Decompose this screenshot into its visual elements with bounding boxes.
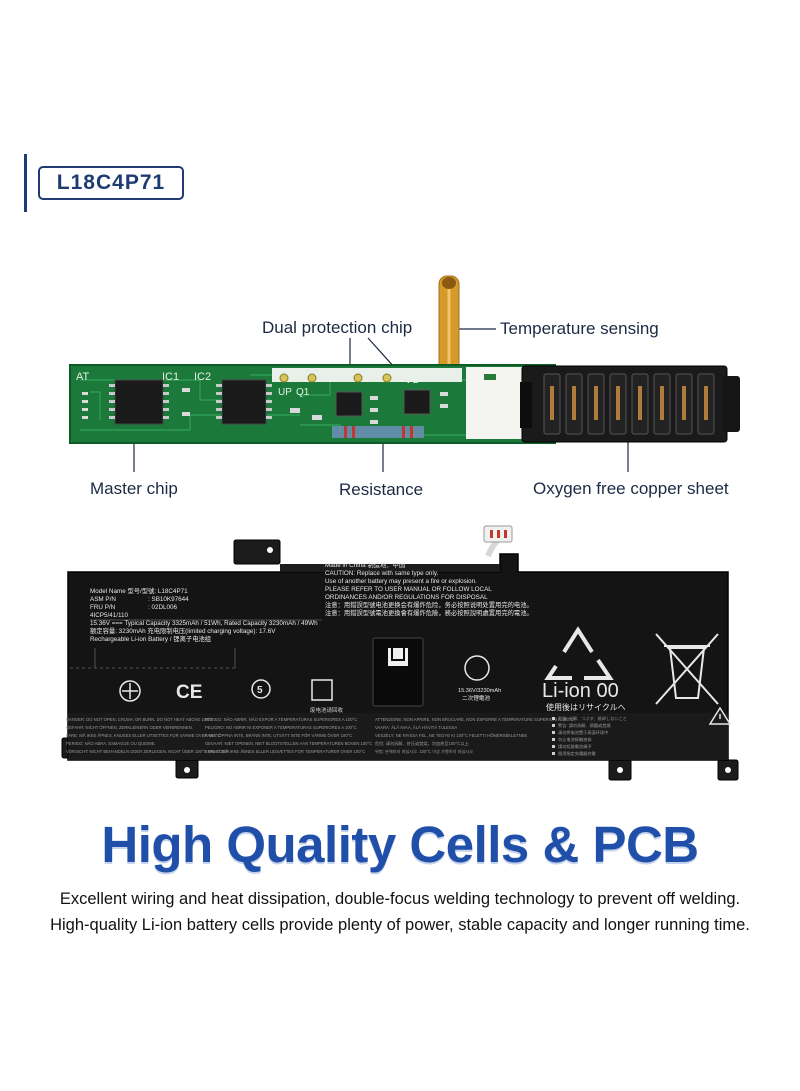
model-badge: L18C4P71 xyxy=(38,166,184,200)
label-asm-value: : SB10K97644 xyxy=(148,596,189,603)
cert-mark-5 xyxy=(251,679,271,699)
badge-accent-bar xyxy=(24,154,27,212)
svg-text:限用指定充電器充電: 限用指定充電器充電 xyxy=(558,750,597,757)
label-caution-3: PLEASE REFER TO USER MANUAL OR FOLLOW LO… xyxy=(325,586,492,593)
svg-text:FARA: ÖPPNA INTE, BRÄNN INTE,: FARA: ÖPPNA INTE, BRÄNN INTE, UTSÄTT INT… xyxy=(205,733,352,738)
label-caution-4: ORDINANCES AND/OR REGULATIONS FOR DISPOS… xyxy=(325,594,488,601)
label-capacity-line: 15.36V === Typical Capacity 3325mAh / 51… xyxy=(90,620,318,627)
master-chip-ic2 xyxy=(221,379,267,425)
svg-text:VORSICHT: NICHT BEHANDELN ODER: VORSICHT: NICHT BEHANDELN ODER ZERLEGEN.… xyxy=(66,749,229,754)
pcb-silk-ic1: IC1 xyxy=(162,371,179,383)
svg-text:PERIGO: NÃO ABRA, ESMAGUE OU Q: PERIGO: NÃO ABRA, ESMAGUE OU QUEIME. xyxy=(66,741,156,746)
svg-text:5: 5 xyxy=(257,685,263,696)
cert-mark-circle xyxy=(119,680,141,702)
label-caution-1: CAUTION: Replace with same type only. xyxy=(325,570,439,577)
callout-resistance: Resistance xyxy=(339,480,424,499)
label-made-in: Made in China 制造地：中国 xyxy=(325,560,405,569)
pcb-silk-vg: VG xyxy=(405,375,420,386)
svg-text:VAARA: ÄLÄ AVAA, ÄLÄ HÄVITÄ TU: VAARA: ÄLÄ AVAA, ÄLÄ HÄVITÄ TULESSA xyxy=(375,725,458,730)
callout-master-chip: Master chip xyxy=(90,479,178,498)
label-model-name: Model Name 型号/型號: L18C4P71 xyxy=(90,586,188,595)
crossed-bin-icon xyxy=(655,633,719,705)
recycle-jp-label: 使用後はリサイクルへ xyxy=(546,702,626,712)
warning-text: DANGER: DO NOT OPEN, CRUSH, OR BURN. DO … xyxy=(66,715,627,757)
svg-text:ATTENZIONE: NON APRIRE, NON BR: ATTENZIONE: NON APRIRE, NON BRUCIARE, NO… xyxy=(375,717,574,722)
battery-pack-illustration: Model Name 型号/型號: L18C4P71 ASM P/N : SB1… xyxy=(61,525,739,781)
callout-dual-protection-chip: Dual protection chip xyxy=(262,318,413,337)
liion-marking: Li-ion 00 xyxy=(542,680,619,702)
svg-text:危険: 分解、つぶす、焼却しないこと: 危険: 分解、つぶす、焼却しないこと xyxy=(558,715,627,722)
master-chip-ic1 xyxy=(114,379,164,425)
svg-text:FARLIG: MÅ IKKE ÅBNES ELLER UD: FARLIG: MÅ IKKE ÅBNES ELLER UDSÆTTES FOR… xyxy=(205,749,365,754)
svg-text:DANGER: DO NOT OPEN, CRUSH, OR: DANGER: DO NOT OPEN, CRUSH, OR BURN. DO … xyxy=(66,717,213,722)
svg-text:위험: 분해하지 마십시오. 100°C 이상 가열하지 마: 위험: 분해하지 마십시오. 100°C 이상 가열하지 마십시오 xyxy=(375,748,473,755)
label-chemistry: Rechargeable Li-ion Battery / 锂离子电池组 xyxy=(90,634,212,643)
svg-text:請勿短路電池端子: 請勿短路電池端子 xyxy=(558,743,592,750)
label-asm-pn: ASM P/N xyxy=(90,596,116,603)
recycle-icon xyxy=(544,626,614,680)
ce-mark: CE xyxy=(176,682,202,703)
recycle-cn-label: 废电池请回收 xyxy=(310,706,344,714)
label-charge-line: 额定容量: 3230mAh 充电限制电压(limited charging vo… xyxy=(90,626,276,635)
rating-mark-label-2: 二次锂電池 xyxy=(462,694,490,702)
svg-text:危险: 请勿拆解、挤压或焚烧，勿加热至100°C以上: 危险: 请勿拆解、挤压或焚烧，勿加热至100°C以上 xyxy=(375,740,469,747)
svg-text:请勿将电池置于高温环境中: 请勿将电池置于高温环境中 xyxy=(558,729,608,736)
label-cell-code: 4ICP5/41/110 xyxy=(90,612,129,619)
svg-text:PELIGRO: NO ABRIR NI EXPONER A: PELIGRO: NO ABRIR NI EXPONER A TEMPERATU… xyxy=(205,725,357,730)
svg-text:FARE: MÅ IKKE ÅPNES, KNUSES EL: FARE: MÅ IKKE ÅPNES, KNUSES ELLER UTSETT… xyxy=(66,733,220,738)
recycle-cn-mark xyxy=(311,679,333,701)
callout-oxygen-free-copper-sheet: Oxygen free copper sheet xyxy=(533,479,729,498)
label-fru-value: : 02DL006 xyxy=(148,604,178,611)
protection-chip-2 xyxy=(403,389,431,415)
pcb-silk-q1: Q1 xyxy=(296,387,310,398)
svg-text:GEVAAR: NIET OPENEN, NIET BLOO: GEVAAR: NIET OPENEN, NIET BLOOTSTELLEN A… xyxy=(205,741,372,746)
svg-text:GEFAHR: NICHT ÖFFNEN, ZERKLEIN: GEFAHR: NICHT ÖFFNEN, ZERKLEINERN ODER V… xyxy=(66,725,193,730)
pcb-silk-ic2: IC2 xyxy=(194,371,211,383)
svg-text:警告: 請勿拆解、擠壓或焚燒: 警告: 請勿拆解、擠壓或焚燒 xyxy=(558,722,611,729)
label-caution-2: Use of another battery may present a fir… xyxy=(325,578,477,585)
rating-mark-label: 15.36V/3230mAh xyxy=(458,688,501,694)
pcb-silk-up: UP xyxy=(278,387,292,398)
label-caution-6: 注意：用錯誤型號電池更換會有爆炸危險，務必按照說明處置用完的電池。 xyxy=(325,608,533,617)
pcb-silk-at: AT xyxy=(76,371,90,383)
svg-text:PERIGO: NÃO ABRIR, NÃO EXPOR A: PERIGO: NÃO ABRIR, NÃO EXPOR A TEMPERATU… xyxy=(205,717,357,722)
battery-center-slot xyxy=(372,637,424,707)
description-line-1: Excellent wiring and heat dissipation, d… xyxy=(59,890,741,908)
svg-text:VESZÉLY: NE NYISSA FEL, NE TEG: VESZÉLY: NE NYISSA FEL, NE TEGYE KI 100°… xyxy=(375,733,528,738)
pcb-illustration: IC1 IC2 AT UP Q1 VG xyxy=(69,275,740,472)
svg-text:勿让电池接触液体: 勿让电池接触液体 xyxy=(558,736,592,743)
label-caution-5: 注意：用錯誤型號电池更换会有爆炸危险，务必按照说明处置用完的电池。 xyxy=(325,600,533,609)
warning-triangle-icon xyxy=(708,706,732,725)
callout-temperature-sensing: Temperature sensing xyxy=(500,319,659,338)
description-line-2: High-quality Li-ion battery cells provid… xyxy=(50,916,750,934)
rating-mark xyxy=(464,655,490,681)
battery-warning-bar xyxy=(68,713,728,760)
protection-chip-1 xyxy=(335,391,363,417)
headline: High Quality Cells & PCB xyxy=(101,816,699,873)
label-fru-pn: FRU P/N xyxy=(90,604,116,611)
